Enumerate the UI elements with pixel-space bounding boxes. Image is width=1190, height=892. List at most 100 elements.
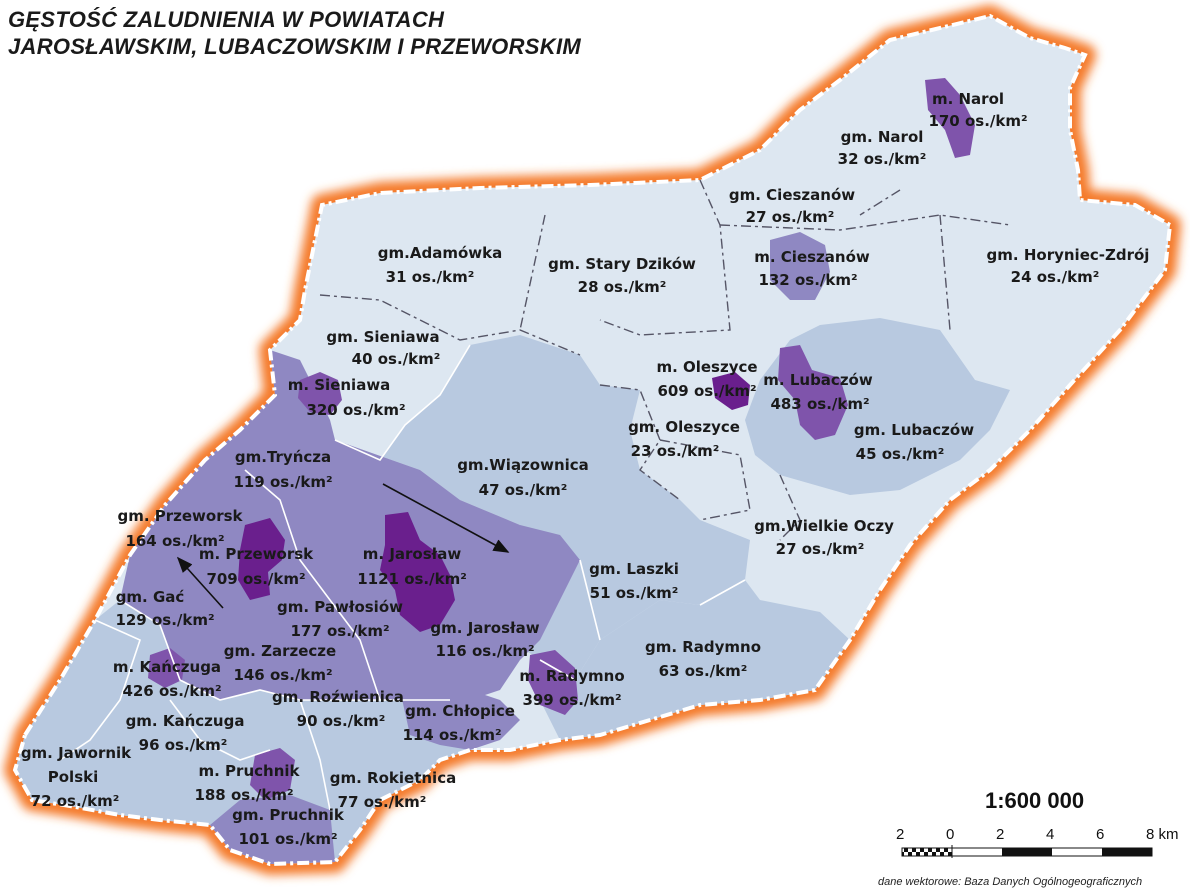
scale-tick: 6 [1096, 826, 1105, 843]
area-lubaczow [745, 318, 1010, 495]
label-name-line-2: Polski [48, 768, 99, 786]
label-density: 164 os./km² [125, 532, 224, 550]
label-name: gm. Narol [841, 128, 924, 146]
label-name: gm.Tryńcza [235, 448, 331, 466]
label-name: gm. Laszki [589, 560, 679, 578]
label-density: 40 os./km² [352, 350, 441, 368]
scale-tick: 2 [896, 826, 905, 843]
label-name: gm. Chłopice [405, 702, 515, 720]
area-jaroslaw-rural [430, 525, 580, 700]
label-density: 119 os./km² [233, 473, 332, 491]
map-title-line-1: GĘSTOŚĆ ZALUDNIENIA W POWIATACH [8, 7, 445, 32]
label-density: 27 os./km² [746, 208, 835, 226]
area-m-jaroslaw [380, 512, 455, 632]
label-name: gm. Cieszanów [729, 186, 855, 204]
area-wiazownica-laszki [335, 335, 750, 680]
area-m-cieszanow [770, 232, 830, 300]
label-density: 27 os./km² [776, 540, 865, 558]
label-density: 132 os./km² [758, 271, 857, 289]
area-m-kanczuga [148, 648, 185, 688]
label-name: gm. Jarosław [430, 619, 539, 637]
label-density: 483 os./km² [770, 395, 869, 413]
label-density: 63 os./km² [659, 662, 748, 680]
region-boundary [12, 13, 1173, 867]
area-radymno [540, 580, 850, 740]
label-name: gm. Oleszyce [628, 418, 740, 436]
data-source-note: dane wektorowe: Baza Danych Ogólnogeogra… [878, 876, 1143, 888]
internal-boundaries [319, 179, 1011, 541]
label-name: gm.Adamówka [378, 244, 502, 262]
label-density: 1121 os./km² [357, 570, 467, 588]
area-m-narol [925, 78, 975, 158]
label-density: 96 os./km² [139, 736, 228, 754]
label-name: m. Radymno [519, 667, 624, 685]
map-title: GĘSTOŚĆ ZALUDNIENIA W POWIATACH JAROSŁAW… [8, 6, 581, 60]
label-name: m. Cieszanów [754, 248, 870, 266]
label-name: gm.Wielkie Oczy [754, 517, 894, 535]
label-density: 31 os./km² [386, 268, 475, 286]
label-name: gm. Kańczuga [126, 712, 245, 730]
area-m-lubaczow [778, 345, 848, 440]
label-density: 24 os./km² [1011, 268, 1100, 286]
label-name: gm. Sieniawa [326, 328, 439, 346]
label-density: 77 os./km² [338, 793, 427, 811]
scale-tick: 2 [996, 826, 1005, 843]
scale-tick: 0 [946, 826, 955, 843]
label-name: gm. Gać [116, 588, 185, 606]
label-name: m. Oleszyce [656, 358, 757, 376]
label-name: m. Jarosław [363, 545, 462, 563]
label-density: 709 os./km² [206, 570, 305, 588]
label-name: gm. Roźwienica [272, 688, 404, 706]
label-name: gm. Radymno [645, 638, 761, 656]
label-density: 170 os./km² [928, 112, 1027, 130]
label-density: 188 os./km² [194, 786, 293, 804]
arrow-to-gm-przeworsk [176, 556, 224, 609]
area-chlopice [400, 680, 520, 750]
unit-polygons [15, 16, 1170, 864]
label-name: gm. Pawłosiów [277, 598, 403, 616]
label-density: 28 os./km² [578, 278, 667, 296]
label-density: 32 os./km² [838, 150, 927, 168]
scale-bar [901, 845, 1153, 858]
label-name: gm. Stary Dzików [548, 255, 696, 273]
label-name: gm. Rokietnica [330, 769, 456, 787]
label-density: 114 os./km² [402, 726, 501, 744]
label-name: gm. Lubaczów [854, 421, 974, 439]
label-density: 23 os./km² [631, 442, 720, 460]
label-name: gm. Jawornik [21, 744, 132, 762]
label-density: 426 os./km² [122, 682, 221, 700]
label-density: 116 os./km² [435, 642, 534, 660]
unit-borders [59, 344, 746, 811]
label-name: m. Narol [932, 90, 1004, 108]
label-density: 129 os./km² [115, 611, 214, 629]
label-density: 51 os./km² [590, 584, 679, 602]
label-density: 45 os./km² [856, 445, 945, 463]
area-m-przeworsk [238, 518, 285, 600]
